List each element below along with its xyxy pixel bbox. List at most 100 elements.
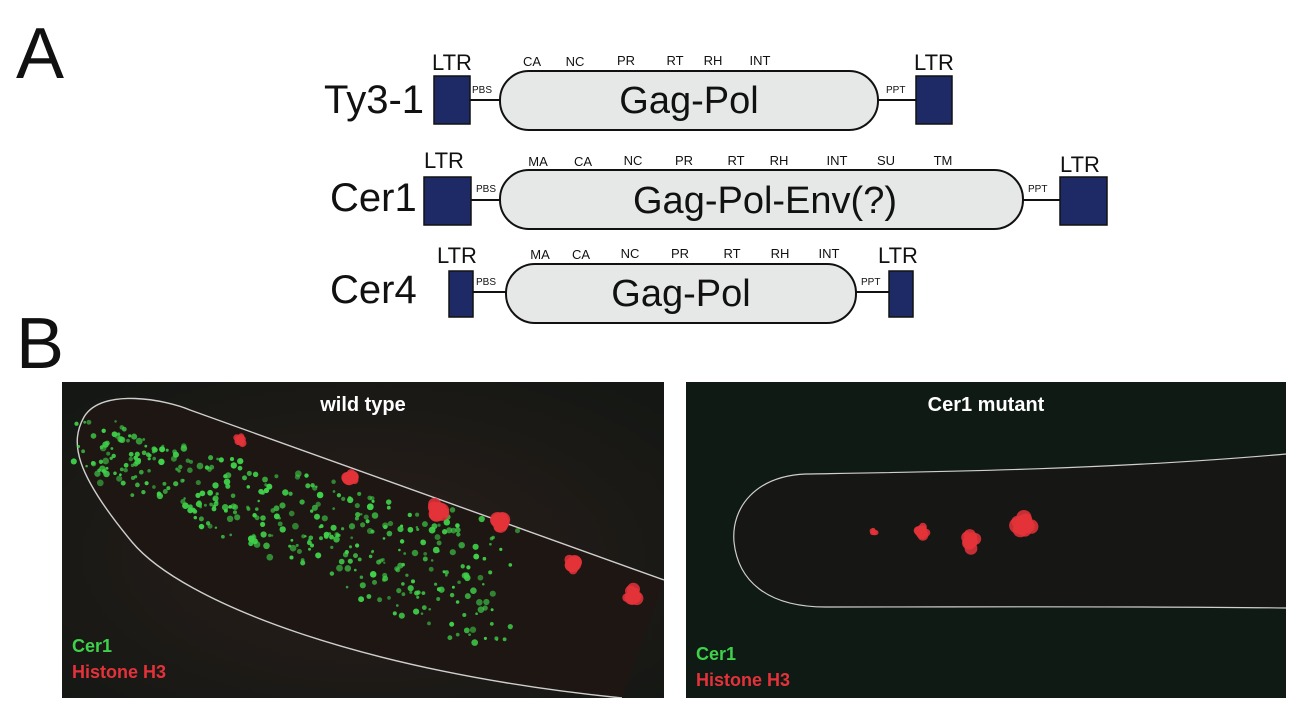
fluorescent-spot: [207, 489, 214, 496]
fluorescent-spot: [141, 489, 146, 495]
right-ltr-label: LTR: [1060, 152, 1100, 177]
fluorescent-spot: [398, 548, 401, 552]
fluorescent-spot: [178, 464, 183, 470]
fluorescent-spot: [196, 462, 204, 470]
pbs-label: PBS: [472, 85, 492, 96]
fluorescent-spot: [300, 560, 306, 566]
fluorescent-spot: [230, 503, 237, 510]
fluorescent-spot: [405, 573, 409, 577]
fluorescent-spot: [246, 507, 251, 511]
fluorescent-spot: [344, 565, 352, 572]
fluorescent-spot: [234, 514, 241, 521]
fluorescent-spot: [444, 570, 449, 575]
element-cer4: Cer4 LTR PBS Gag-Pol MA CA NC PR RT RH I…: [330, 243, 918, 324]
element-ty3-1: Ty3-1 LTR PBS Gag-Pol CA NC PR RT RH INT…: [324, 50, 954, 131]
fluorescent-spot: [350, 536, 354, 540]
fluorescent-spot: [282, 489, 289, 496]
green-puncta-cer1: [70, 419, 521, 646]
fluorescent-spot: [455, 527, 461, 533]
micrograph-title: wild type: [320, 394, 406, 416]
fluorescent-spot: [147, 469, 151, 473]
fluorescent-spot: [223, 508, 228, 513]
fluorescent-spot: [192, 509, 198, 514]
fluorescent-spot: [449, 549, 456, 556]
fluorescent-spot: [270, 534, 274, 537]
fluorescent-spot: [246, 485, 251, 489]
fluorescent-spot: [101, 468, 107, 474]
fluorescent-spot: [99, 445, 104, 450]
fluorescent-spot: [299, 499, 305, 505]
fluorescent-spot: [173, 481, 179, 487]
fluorescent-spot: [365, 519, 370, 524]
fluorescent-spot: [213, 501, 219, 507]
fluorescent-spot: [330, 545, 334, 550]
fluorescent-spot: [104, 440, 110, 446]
fluorescent-spot: [126, 438, 130, 443]
fluorescent-spot: [223, 478, 231, 486]
fluorescent-spot: [420, 612, 424, 615]
fluorescent-spot: [477, 606, 485, 613]
element-name: Cer4: [330, 268, 417, 312]
fluorescent-spot: [369, 571, 377, 578]
fluorescent-spot: [310, 509, 314, 513]
fluorescent-spot: [441, 529, 448, 535]
body-label: Gag-Pol-Env(?): [633, 180, 897, 222]
legend-histone-h3: Histone H3: [696, 670, 791, 690]
nucleus-spot: [869, 527, 879, 536]
left-ltr-label: LTR: [437, 243, 477, 268]
fluorescent-spot: [475, 612, 478, 616]
fluorescent-spot: [348, 545, 353, 549]
pbs-label: PBS: [476, 184, 496, 195]
fluorescent-spot: [183, 497, 186, 500]
fluorescent-spot: [359, 582, 366, 589]
fluorescent-spot: [141, 450, 147, 456]
legend-cer1: Cer1: [696, 644, 737, 664]
legend-histone-h3: Histone H3: [72, 662, 167, 682]
fluorescent-spot: [338, 558, 345, 565]
fluorescent-spot: [315, 552, 322, 559]
fluorescent-spot: [172, 451, 179, 458]
nucleus-spot: [427, 497, 450, 522]
fluorescent-spot: [421, 591, 426, 595]
left-ltr-box: [448, 270, 474, 318]
fluorescent-spot: [185, 458, 190, 463]
fluorescent-spot: [371, 579, 378, 585]
fluorescent-spot: [409, 590, 413, 594]
fluorescent-spot: [252, 471, 259, 478]
fluorescent-spot: [354, 543, 360, 548]
fluorescent-spot: [195, 480, 201, 486]
fluorescent-spot: [156, 492, 164, 500]
fluorescent-spot: [378, 558, 384, 563]
fluorescent-spot: [348, 523, 356, 530]
fluorescent-spot: [94, 470, 101, 477]
fluorescent-spot: [111, 431, 118, 438]
fluorescent-spot: [260, 515, 266, 521]
nucleus-spot: [1009, 510, 1039, 538]
fluorescent-spot: [279, 526, 286, 533]
nucleus-spot: [564, 554, 582, 575]
fluorescent-spot: [455, 600, 460, 604]
fluorescent-spot: [414, 590, 420, 596]
fluorescent-spot: [114, 420, 117, 423]
fluorescent-spot: [211, 506, 217, 512]
fluorescent-spot: [330, 524, 337, 531]
red-nuclei-histone-h3: [869, 510, 1039, 555]
fluorescent-spot: [273, 505, 280, 512]
fluorescent-spot: [482, 583, 485, 586]
fluorescent-spot: [254, 515, 260, 521]
fluorescent-spot: [215, 492, 219, 496]
fluorescent-spot: [301, 534, 306, 539]
fluorescent-spot: [449, 507, 456, 513]
domain-label: INT: [819, 246, 840, 261]
fluorescent-spot: [306, 540, 312, 546]
fluorescent-spot: [397, 526, 404, 533]
element-cer1: Cer1 LTR PBS Gag-Pol-Env(?) MA CA NC PR …: [330, 148, 1108, 230]
fluorescent-spot: [102, 457, 110, 465]
fluorescent-spot: [189, 459, 193, 464]
fluorescent-spot: [180, 445, 188, 452]
fluorescent-spot: [371, 512, 379, 519]
fluorescent-spot: [305, 483, 311, 489]
fluorescent-spot: [428, 526, 436, 534]
fluorescent-spot: [198, 516, 204, 522]
fluorescent-spot: [332, 490, 336, 493]
